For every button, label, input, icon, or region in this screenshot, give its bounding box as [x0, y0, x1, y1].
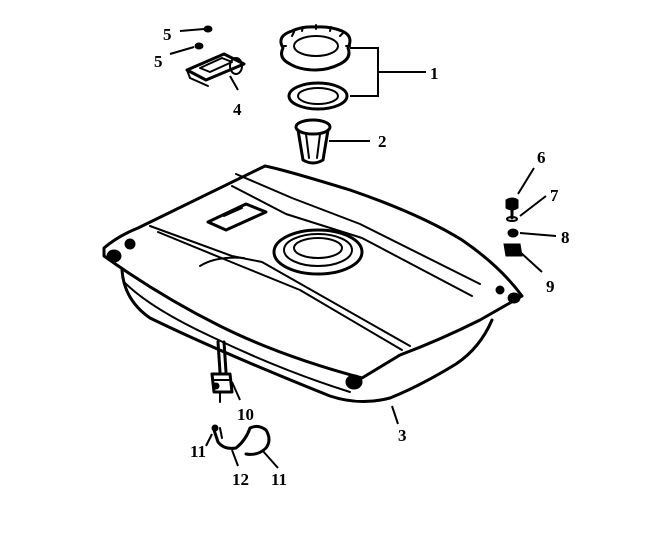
fuel-tank — [102, 164, 524, 403]
callout-7: 7 — [550, 186, 559, 205]
callout-10: 10 — [237, 405, 254, 424]
leader-lines — [169, 28, 557, 469]
cap-gasket — [287, 81, 349, 111]
callout-5-lower: 5 — [154, 52, 163, 71]
drain-bolt — [505, 197, 519, 220]
callout-9: 9 — [546, 277, 555, 296]
washer — [506, 216, 518, 222]
o-ring — [507, 228, 519, 238]
callout-3: 3 — [398, 426, 407, 445]
callout-1: 1 — [430, 64, 439, 83]
screw-lower — [194, 42, 204, 50]
callout-11-left: 11 — [190, 442, 206, 461]
fuel-cap — [279, 24, 352, 72]
callout-6: 6 — [537, 148, 546, 167]
fuel-valve — [210, 340, 234, 403]
callout-8: 8 — [561, 228, 570, 247]
drain-nut — [503, 243, 523, 257]
fuel-line-clip — [211, 424, 271, 456]
callout-4: 4 — [233, 100, 242, 119]
screw-upper — [203, 25, 213, 33]
callout-5-upper: 5 — [163, 25, 172, 44]
callout-11-right: 11 — [271, 470, 287, 489]
callout-12: 12 — [232, 470, 249, 489]
callout-2: 2 — [378, 132, 387, 151]
fuel-strainer — [294, 118, 332, 165]
tank-bracket — [185, 52, 246, 87]
